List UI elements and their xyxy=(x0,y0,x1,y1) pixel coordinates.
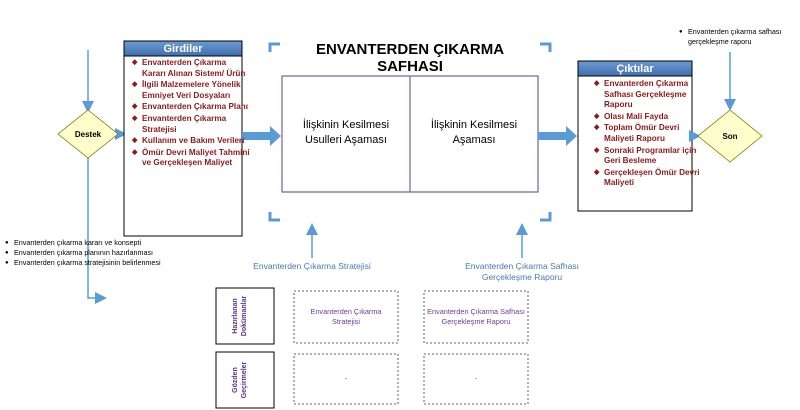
table-row2-cell2 xyxy=(423,353,529,405)
callout-report: Envanterden Çıkarma Safhası Gerçekleşme … xyxy=(465,261,579,282)
end-label: Son xyxy=(722,131,738,141)
outputs-header: Çıktılar xyxy=(616,62,654,75)
arrow-process-to-outputs xyxy=(538,126,577,146)
process-left-label: İlişkinin Kesilmesi Usulleri Aşaması xyxy=(302,119,390,146)
outputs-item: Toplam Ömür Devri Maliyeti Raporu xyxy=(594,123,702,144)
left-note-item: Envanterden çıkarma planının hazırlanmas… xyxy=(5,248,214,258)
left-note-item: Envanterden çıkarma kararı ve konsepti xyxy=(5,238,214,248)
table-row1-cell1 xyxy=(293,290,399,344)
table-row2-label-box xyxy=(215,351,275,409)
bracket-br xyxy=(540,212,552,222)
callout-strategy: Envanterden Çıkarma Stratejisi xyxy=(253,261,371,271)
table-row1-cell1-text: Envanterden Çıkarma Stratejisi xyxy=(310,307,382,326)
diagram-title: ENVANTERDEN ÇIKARMA SAFHASI xyxy=(315,41,505,75)
outputs-header-bg xyxy=(577,60,693,77)
arrow-inputs-to-process xyxy=(242,126,281,146)
table-row2-cell2-text: - xyxy=(474,374,478,383)
end-diamond xyxy=(697,109,763,163)
inputs-item: Ömür Devri Maliyet Tahmini ve Gerçekleşe… xyxy=(132,148,250,169)
bracket-tr xyxy=(540,42,552,52)
outputs-item: Sonraki Programlar için Geri Besleme xyxy=(594,146,702,167)
support-label: Destek xyxy=(74,129,102,139)
inputs-item: Envanterden Çıkarma Kararı Alınan Sistem… xyxy=(132,58,250,79)
inputs-header-bg xyxy=(123,40,243,57)
left-note-item: Envanterden çıkarma stratejisinin belirl… xyxy=(5,258,214,268)
table-row1-cell2 xyxy=(423,290,529,344)
left-notes: Envanterden çıkarma kararı ve konsepti E… xyxy=(4,238,214,268)
table-row2-cell1-text: - xyxy=(344,374,348,383)
inputs-item: Kullanım ve Bakım Verileri xyxy=(132,136,250,147)
table-row1-label: Hazırlanan Dokümanlar xyxy=(232,295,248,337)
bracket-bl xyxy=(268,212,280,222)
support-diamond xyxy=(57,109,119,159)
bracket-tl xyxy=(268,42,280,52)
table-row1-label-box xyxy=(215,287,275,345)
outputs-item: Gerçekleşen Ömür Devri Maliyeti xyxy=(594,168,702,189)
outputs-item: Envanterden Çıkarma Safhası Gerçekleşme … xyxy=(594,79,702,111)
outputs-item: Olası Mali Fayda xyxy=(594,112,702,123)
inputs-item: Envanterden Çıkarma Stratejisi xyxy=(132,114,250,135)
outputs-list: Envanterden Çıkarma Safhası Gerçekleşme … xyxy=(592,79,702,190)
top-right-note-item: Envanterden çıkarma safhası gerçekleşme … xyxy=(679,27,800,47)
table-row2-cell1 xyxy=(293,353,399,405)
process-right-label: İlişkinin Kesilmesi Aşaması xyxy=(430,119,518,146)
top-right-note: Envanterden çıkarma safhası gerçekleşme … xyxy=(678,27,800,47)
inputs-list: Envanterden Çıkarma Kararı Alınan Sistem… xyxy=(130,58,250,170)
inputs-item: İlgili Malzemelere Yönelik Emniyet Veri … xyxy=(132,80,250,101)
inputs-header: Girdiler xyxy=(163,42,203,55)
connector-support-down xyxy=(87,158,107,304)
table-row1-cell2-text: Envanterden Çıkarma Safhası Gerçekleşme … xyxy=(427,307,525,326)
table-row2-label: Gözden Geçirmeler xyxy=(232,361,248,399)
inputs-item: Envanterden Çıkarma Planı xyxy=(132,102,250,113)
